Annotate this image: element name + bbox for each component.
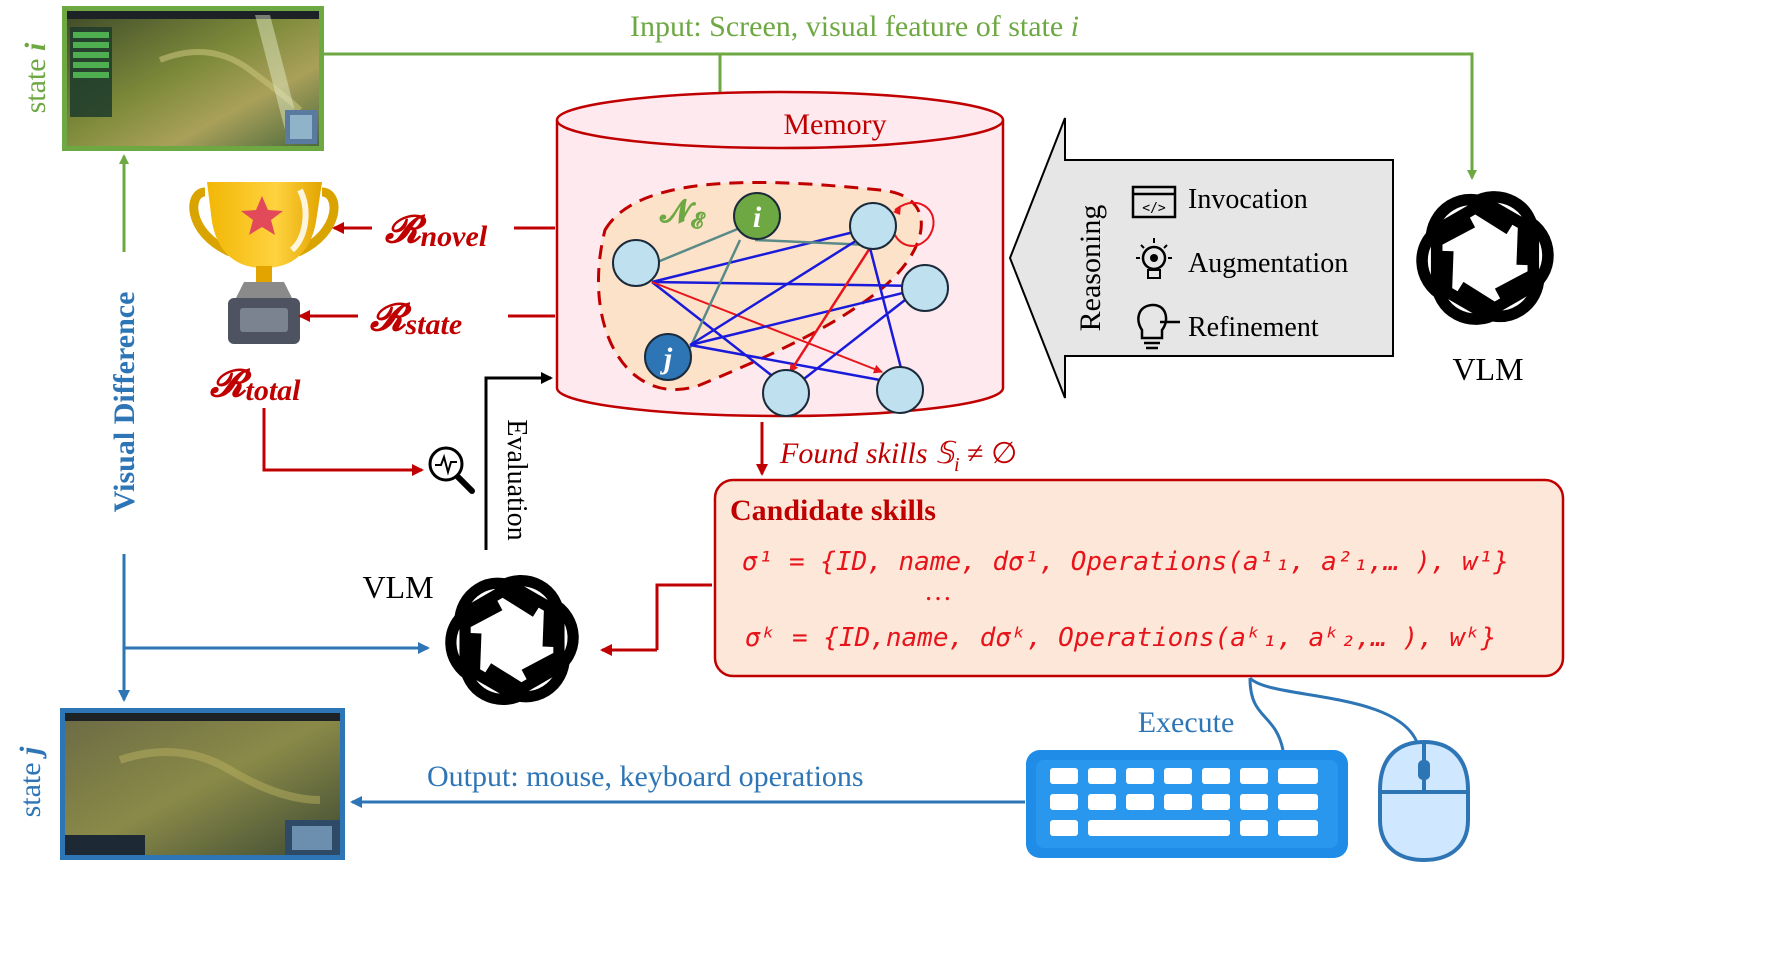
invocation-label: Invocation <box>1188 184 1308 215</box>
execute-label: Execute <box>1138 706 1235 739</box>
cluster-label: 𝓝𝓔 <box>659 193 707 233</box>
keyboard-icon <box>1026 750 1348 858</box>
node-i <box>733 192 781 240</box>
graph-node <box>876 366 924 414</box>
node-j <box>644 333 692 381</box>
reasoning-panel <box>1008 117 1394 399</box>
graph-node <box>849 202 897 250</box>
vlm-logo-mid <box>445 575 579 705</box>
vlm-logo-top <box>1416 191 1554 325</box>
keyboard-cable <box>1248 677 1285 751</box>
visual-difference-label: Visual Difference <box>108 292 141 513</box>
node-j-label: j <box>660 342 673 375</box>
r-novel-label: 𝓡novel <box>384 209 488 253</box>
memory-label: Memory <box>783 108 886 141</box>
r-total-label: 𝓡total <box>209 363 301 407</box>
reasoning-label: Reasoning <box>1074 205 1107 332</box>
r-state-label: 𝓡state <box>369 297 462 341</box>
ellipsis: … <box>924 576 952 607</box>
vlm-mid-label: VLM <box>362 569 433 605</box>
refinement-icon <box>1137 303 1180 350</box>
state-i-label: state i <box>19 42 52 113</box>
vlm-top-label: VLM <box>1452 351 1523 387</box>
graph-node <box>901 264 949 312</box>
graph-node <box>762 369 810 417</box>
invocation-icon: </> <box>1131 185 1177 219</box>
candidate-title: Candidate skills <box>730 494 936 527</box>
sigmak-formula: σᵏ = {ID,name, dσᵏ, Operations(aᵏ₁, aᵏ₂,… <box>745 623 1496 653</box>
sigma1-formula: σ¹ = {ID, name, dσ¹, Operations(a¹₁, a²₁… <box>742 547 1509 577</box>
state-j-label: state j <box>14 746 47 817</box>
state-i-screenshot <box>62 6 324 151</box>
analyze-icon <box>428 446 475 494</box>
evaluation-label: Evaluation <box>501 419 532 540</box>
found-skills-label: Found skills 𝕊i ≠ ∅ <box>779 437 1017 476</box>
svg-text:</>: </> <box>1142 201 1166 216</box>
candidate-skills-box <box>713 478 1565 678</box>
mouse-icon <box>1378 739 1470 863</box>
augmentation-label: Augmentation <box>1188 248 1348 279</box>
node-i-label: i <box>753 201 762 234</box>
graph-node <box>612 239 660 287</box>
augmentation-icon <box>1136 238 1172 279</box>
state-j-screenshot <box>60 708 345 860</box>
input-label: Input: Screen, visual feature of state i <box>630 10 1079 43</box>
graph-edges <box>651 201 935 383</box>
output-label: Output: mouse, keyboard operations <box>427 760 864 793</box>
trophy-icon <box>189 182 339 344</box>
refinement-label: Refinement <box>1188 312 1319 343</box>
mouse-cable <box>1248 676 1420 746</box>
graph-nodes <box>612 192 949 417</box>
